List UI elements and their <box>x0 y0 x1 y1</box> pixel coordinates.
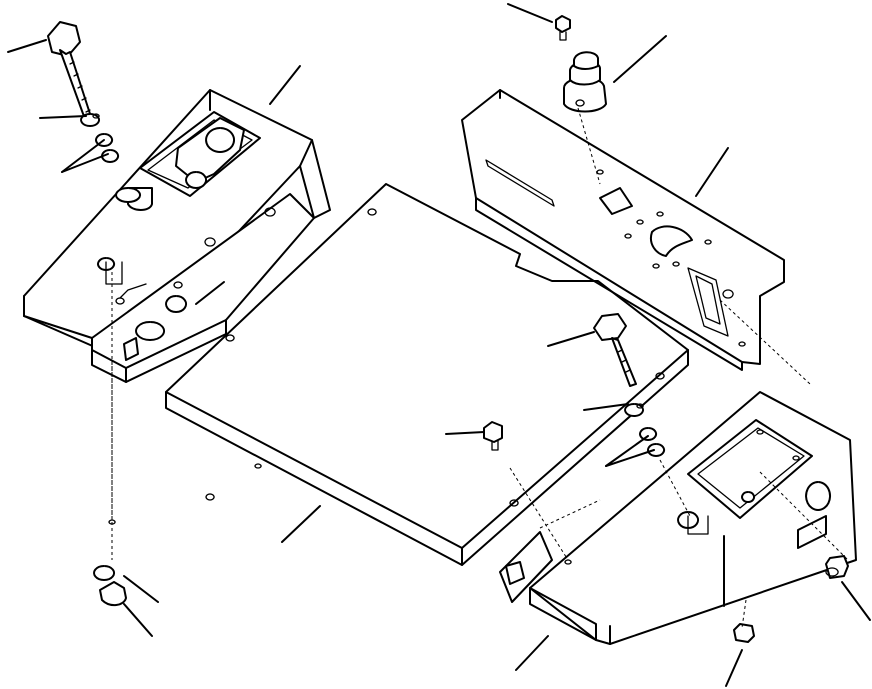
emergency-stop-switch <box>563 51 607 113</box>
small-bolt-top <box>555 15 571 41</box>
nut-lower-left <box>93 565 127 606</box>
washer-right <box>624 403 645 417</box>
center-floor-plate <box>165 183 689 566</box>
hex-bolt-left <box>47 21 93 123</box>
nut-right <box>825 555 849 579</box>
left-side-bracket <box>23 89 331 383</box>
hex-bolt-right <box>593 313 637 387</box>
bushing-right <box>639 427 665 457</box>
right-side-bracket <box>499 391 857 645</box>
alignment-lines <box>111 107 849 629</box>
leader-lines <box>7 3 871 687</box>
nut-bottom-right <box>733 623 755 643</box>
rear-panel <box>461 89 785 371</box>
small-bolt-center <box>483 421 503 451</box>
small-holes <box>108 519 116 525</box>
spacer-left <box>115 187 153 211</box>
